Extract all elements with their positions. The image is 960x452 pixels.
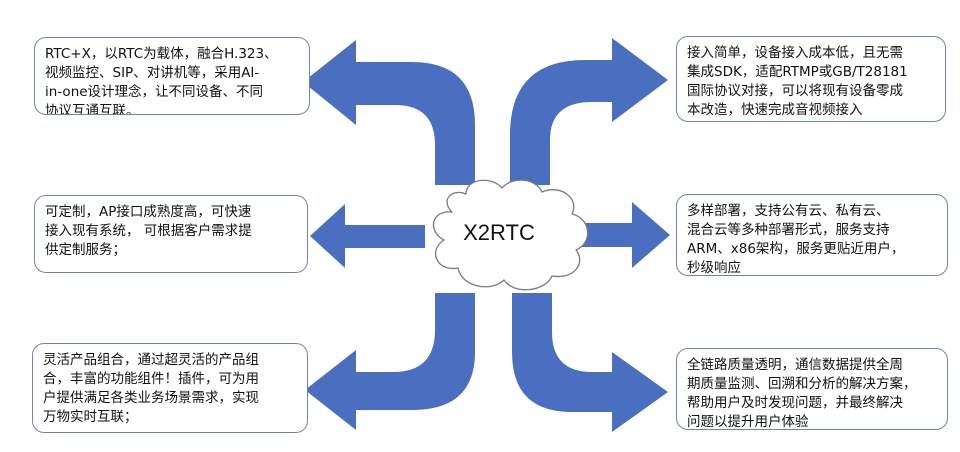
feature-box-interoperability: RTC+X，以RTC为载体，融合H.323、 视频监控、SIP、对讲机等，采用A…: [34, 37, 310, 115]
curved-arrow-bottom-right: [512, 293, 668, 432]
feature-box-deployment: 多样部署，支持公有云、私有云、 混合云等多种部署形式，服务支持 ARM、x86架…: [676, 194, 948, 276]
feature-box-product-combination: 灵活产品组合，通过超灵活的产品组 合，丰富的功能组件！插件，可为用 户提供满足各…: [32, 343, 308, 433]
curved-arrow-top-right: [510, 38, 668, 185]
curved-arrow-top-left: [303, 40, 475, 185]
hub-label: X2RTC: [463, 220, 535, 245]
arrow-middle-left: [310, 204, 425, 268]
feature-box-quality-transparency: 全链路质量透明，通信数据提供全周 期质量监测、回溯和分析的解决方案， 帮助用户及…: [676, 348, 948, 430]
feature-box-customization: 可定制，AP接口成熟度高，可快速 接入现有系统， 可根据客户需求提 供定制服务；: [34, 195, 308, 273]
arrow-middle-right: [572, 202, 670, 268]
cloud-hub: [433, 179, 589, 291]
curved-arrow-bottom-left: [305, 293, 475, 430]
feature-box-easy-access: 接入简单，设备接入成本低，且无需 集成SDK，适配RTMP或GB/T28181 …: [676, 36, 946, 122]
